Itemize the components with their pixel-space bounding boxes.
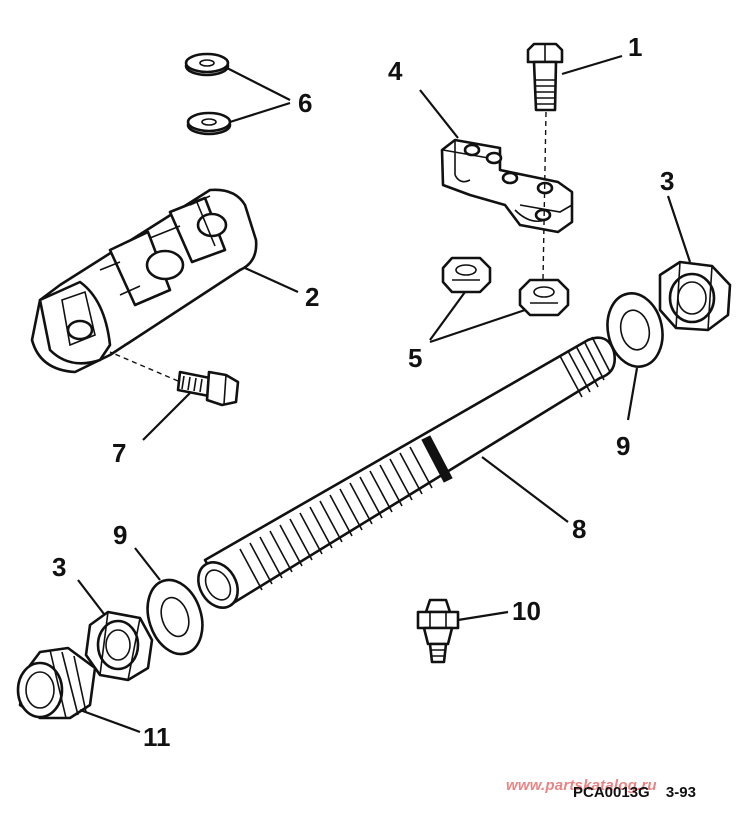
- nut-5-left: [441, 256, 492, 294]
- callout-9-right: 9: [616, 431, 630, 461]
- bracket-2: [30, 188, 258, 374]
- callout-5: 5: [408, 343, 422, 373]
- washer-9-left: [146, 578, 204, 656]
- callout-1: 1: [628, 32, 642, 62]
- tube-threads-right: [559, 336, 611, 398]
- screw-1: [526, 42, 564, 281]
- tube-threads-left: [239, 435, 453, 591]
- washer-9-right: [606, 292, 664, 368]
- tube-8: [197, 336, 616, 609]
- nut-5-right: [518, 278, 570, 317]
- callout-6: 6: [298, 88, 312, 118]
- callout-10: 10: [512, 596, 541, 626]
- callout-8: 8: [572, 514, 586, 544]
- bolt-7: [109, 351, 240, 407]
- callout-4: 4: [388, 56, 403, 86]
- callout-9-left: 9: [113, 520, 127, 550]
- washer-6-top: [184, 52, 230, 77]
- diagram-code: PCA0013G 3-93: [573, 784, 696, 801]
- clamp-4: [440, 138, 574, 234]
- fitting-10: [416, 598, 460, 664]
- diagram-code-id: PCA0013G: [573, 784, 650, 801]
- leader-lines: [77, 54, 692, 734]
- callout-2: 2: [305, 282, 319, 312]
- washer-6-bottom: [186, 111, 232, 136]
- callout-7: 7: [112, 438, 126, 468]
- callout-3-left: 3: [52, 552, 66, 582]
- callout-3-right: 3: [660, 166, 674, 196]
- nut-3-right: [658, 260, 732, 332]
- nut-3-left: [84, 610, 154, 682]
- diagram-code-date: 3-93: [665, 784, 696, 801]
- watermark-text: www.partskatalog.ru: [506, 777, 657, 794]
- cap-11: [16, 646, 97, 720]
- callout-11: 11: [143, 722, 171, 752]
